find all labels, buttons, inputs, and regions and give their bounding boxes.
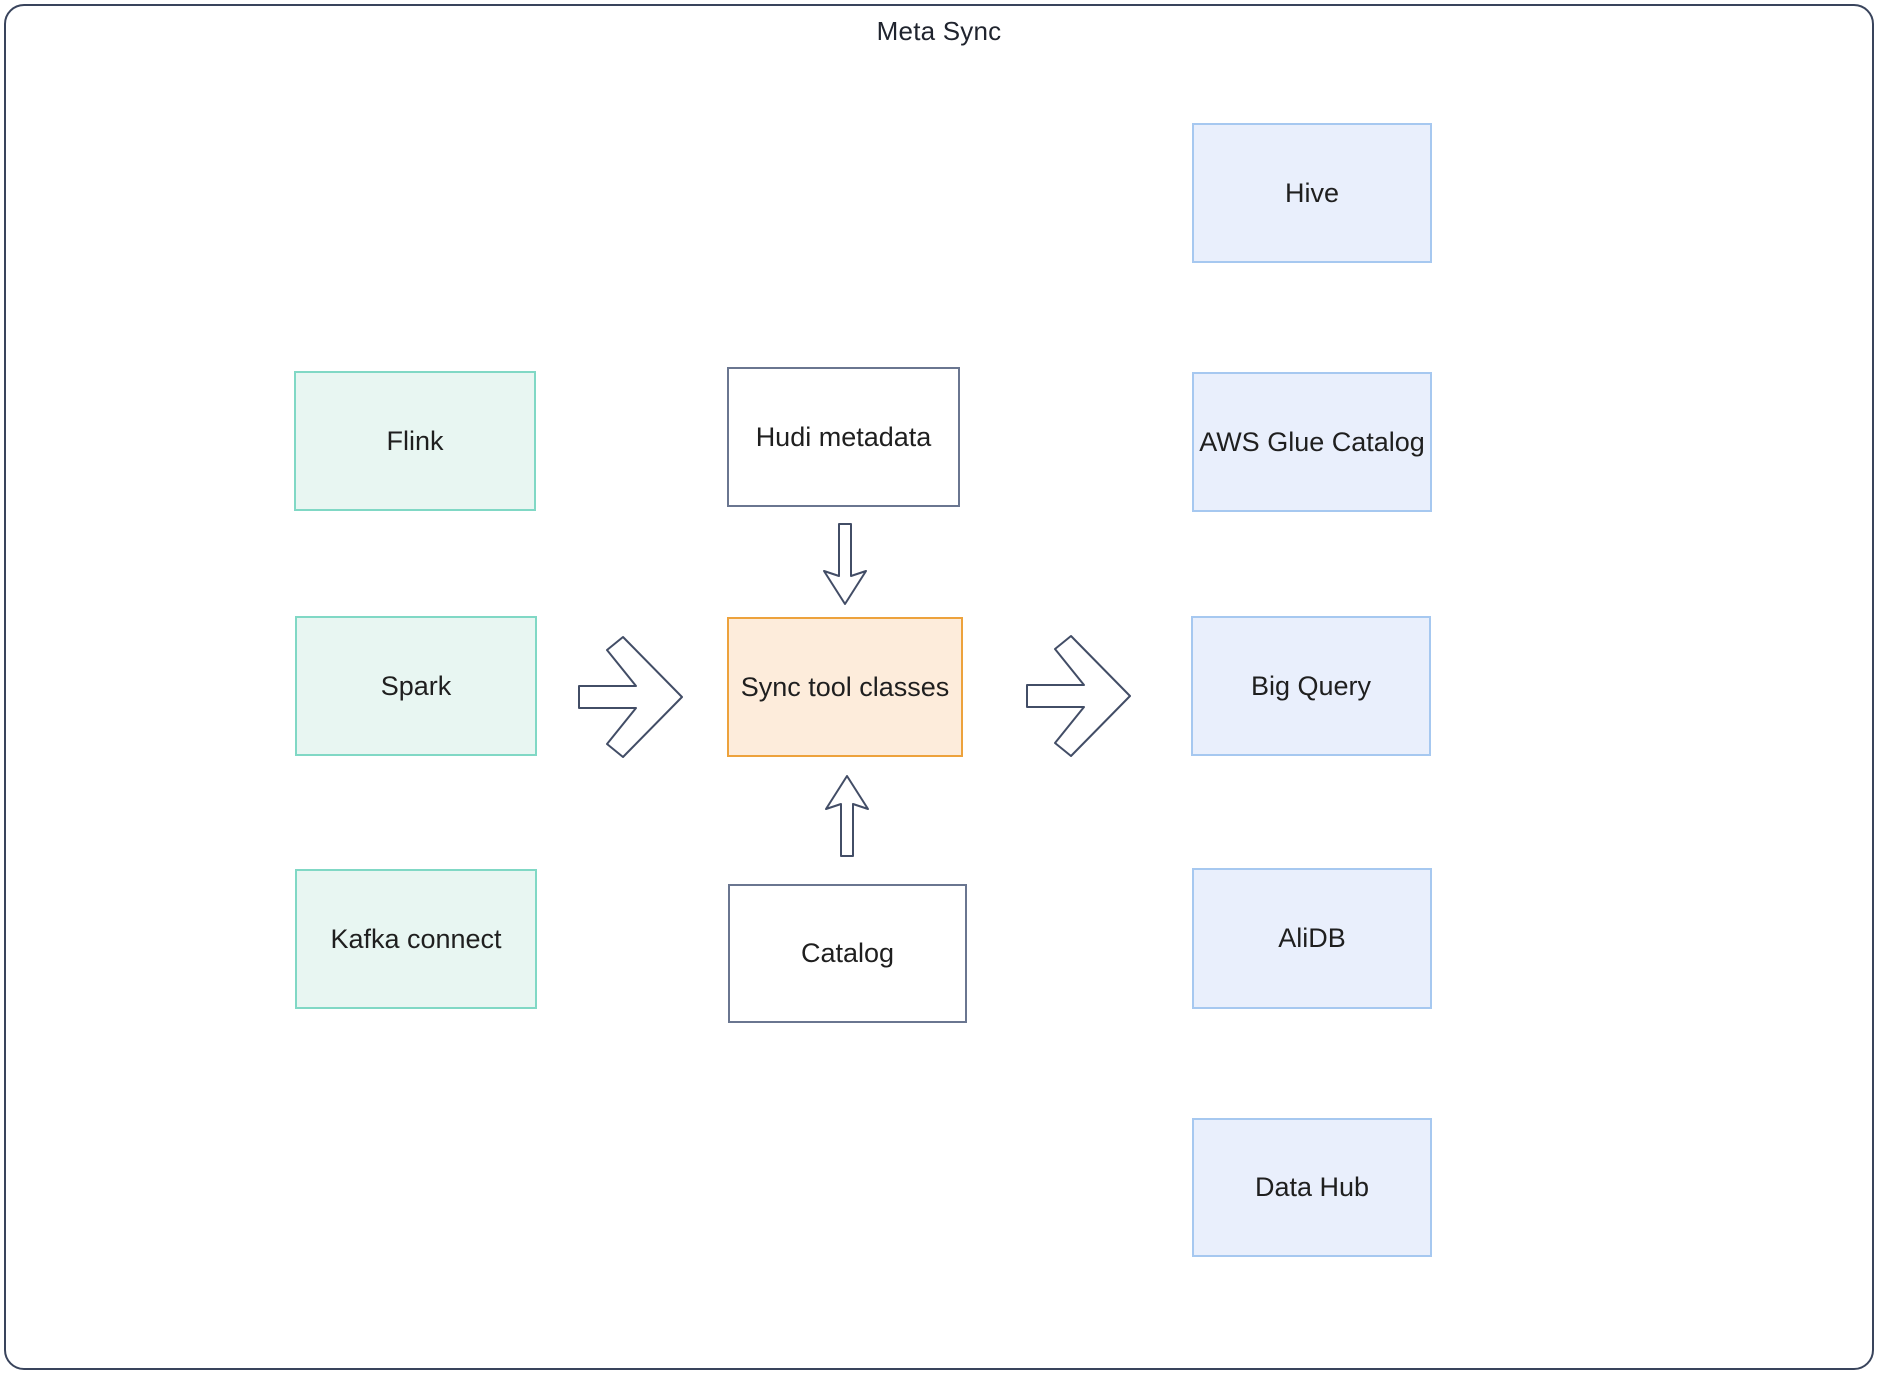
node-spark: Spark — [295, 616, 537, 756]
node-label: Spark — [380, 670, 452, 701]
node-alidb: AliDB — [1192, 868, 1432, 1009]
node-label: Big Query — [1250, 670, 1372, 701]
node-catalog: Catalog — [728, 884, 967, 1023]
node-kafka-connect: Kafka connect — [295, 869, 537, 1009]
node-label: Flink — [386, 425, 444, 456]
node-aws-glue-catalog: AWS Glue Catalog — [1192, 372, 1432, 512]
diagram-title: Meta Sync — [876, 16, 1002, 46]
node-label: Data Hub — [1254, 1172, 1370, 1202]
node-hudi-metadata: Hudi metadata — [727, 367, 960, 507]
arrow-hudi-to-sync-icon — [823, 523, 867, 605]
node-label: AliDB — [1278, 923, 1346, 953]
node-label: Hive — [1284, 177, 1339, 208]
node-label: Sync tool classes — [740, 671, 950, 702]
node-data-hub: Data Hub — [1192, 1118, 1432, 1257]
arrow-sources-to-sync-icon — [578, 636, 683, 758]
node-flink: Flink — [294, 371, 536, 511]
arrow-sync-to-targets-icon — [1026, 635, 1131, 757]
arrow-catalog-to-sync-icon — [825, 775, 869, 857]
node-label: Kafka connect — [330, 923, 502, 954]
node-label: AWS Glue Catalog — [1199, 426, 1425, 457]
node-label: Hudi metadata — [755, 421, 932, 452]
node-sync-tool-classes: Sync tool classes — [727, 617, 963, 757]
node-big-query: Big Query — [1191, 616, 1431, 756]
node-hive: Hive — [1192, 123, 1432, 263]
node-label: Catalog — [800, 938, 895, 968]
